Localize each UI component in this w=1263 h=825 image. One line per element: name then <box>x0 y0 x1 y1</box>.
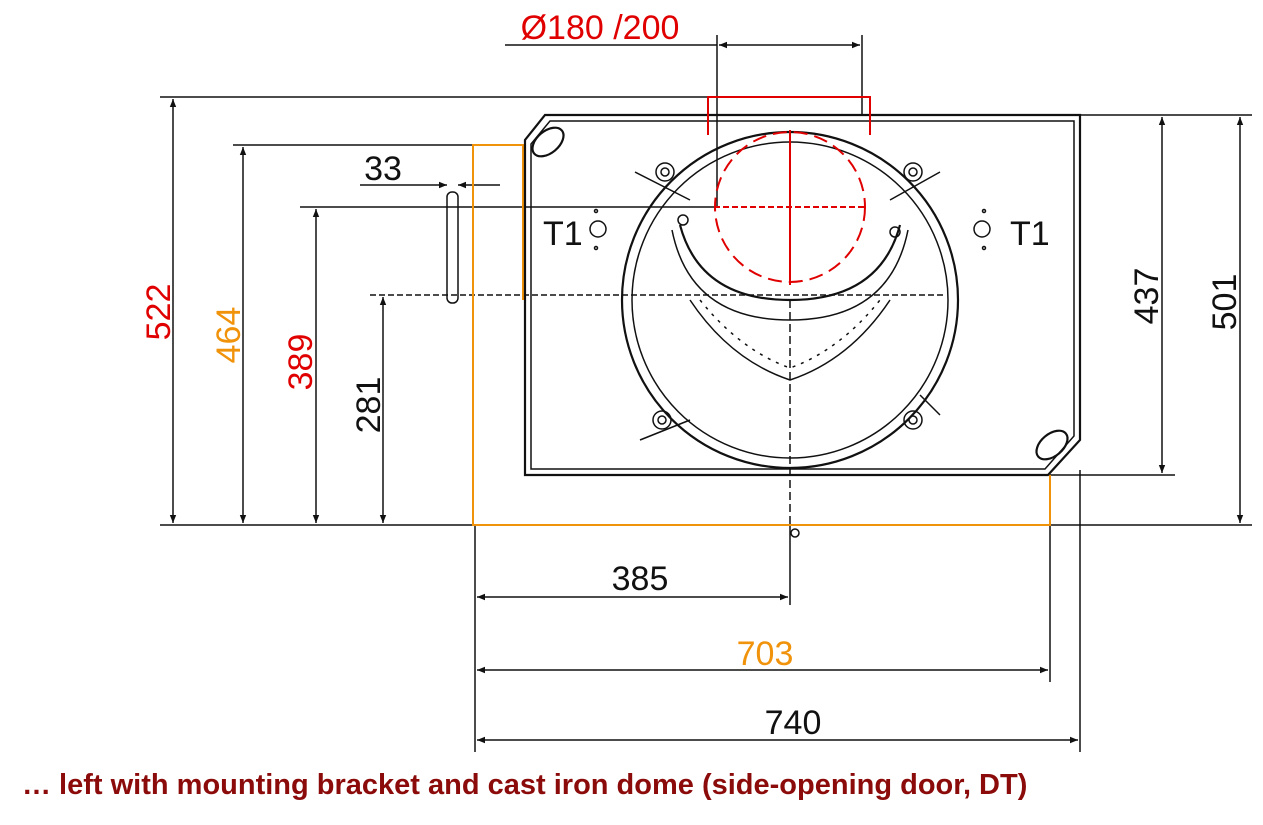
dim-464-label: 464 <box>210 307 248 364</box>
dimension-522: 522 <box>140 99 178 523</box>
dimension-464: 464 <box>210 147 248 523</box>
mounting-bracket <box>446 191 459 304</box>
dim-501-label: 501 <box>1206 274 1244 331</box>
dimension-389: 389 <box>282 209 320 523</box>
flue-outlet <box>707 96 871 285</box>
dimension-740: 740 <box>477 704 1078 744</box>
dimension-437: 437 <box>1128 117 1166 473</box>
dim-389-label: 389 <box>282 334 320 391</box>
dimension-703: 703 <box>477 635 1048 674</box>
dim-740-label: 740 <box>765 704 822 742</box>
dimension-501: 501 <box>1206 117 1244 523</box>
dim-703-label: 703 <box>737 635 794 673</box>
t1-marker-left: T1 <box>543 208 607 253</box>
bolt-clamps <box>634 162 941 441</box>
stove-body <box>523 113 1082 538</box>
dim-437-label: 437 <box>1128 268 1166 325</box>
dim-522-label: 522 <box>140 284 178 341</box>
mounting-outline <box>472 144 1051 526</box>
dimension-33: 33 <box>360 150 500 189</box>
dimension-281: 281 <box>350 297 388 523</box>
dim-33-label: 33 <box>364 150 402 188</box>
flue-diameter-label: Ø180 /200 <box>521 9 680 47</box>
dim-385-label: 385 <box>612 560 669 598</box>
t1-right-label: T1 <box>1010 215 1050 253</box>
caption: … left with mounting bracket and cast ir… <box>22 769 1027 801</box>
extension-lines <box>160 35 1252 752</box>
t1-left-label: T1 <box>543 215 583 253</box>
dimension-385: 385 <box>477 560 788 601</box>
dim-281-label: 281 <box>350 377 388 434</box>
dimension-flue-diameter: Ø180 /200 <box>505 9 860 49</box>
t1-marker-right: T1 <box>973 208 1050 253</box>
